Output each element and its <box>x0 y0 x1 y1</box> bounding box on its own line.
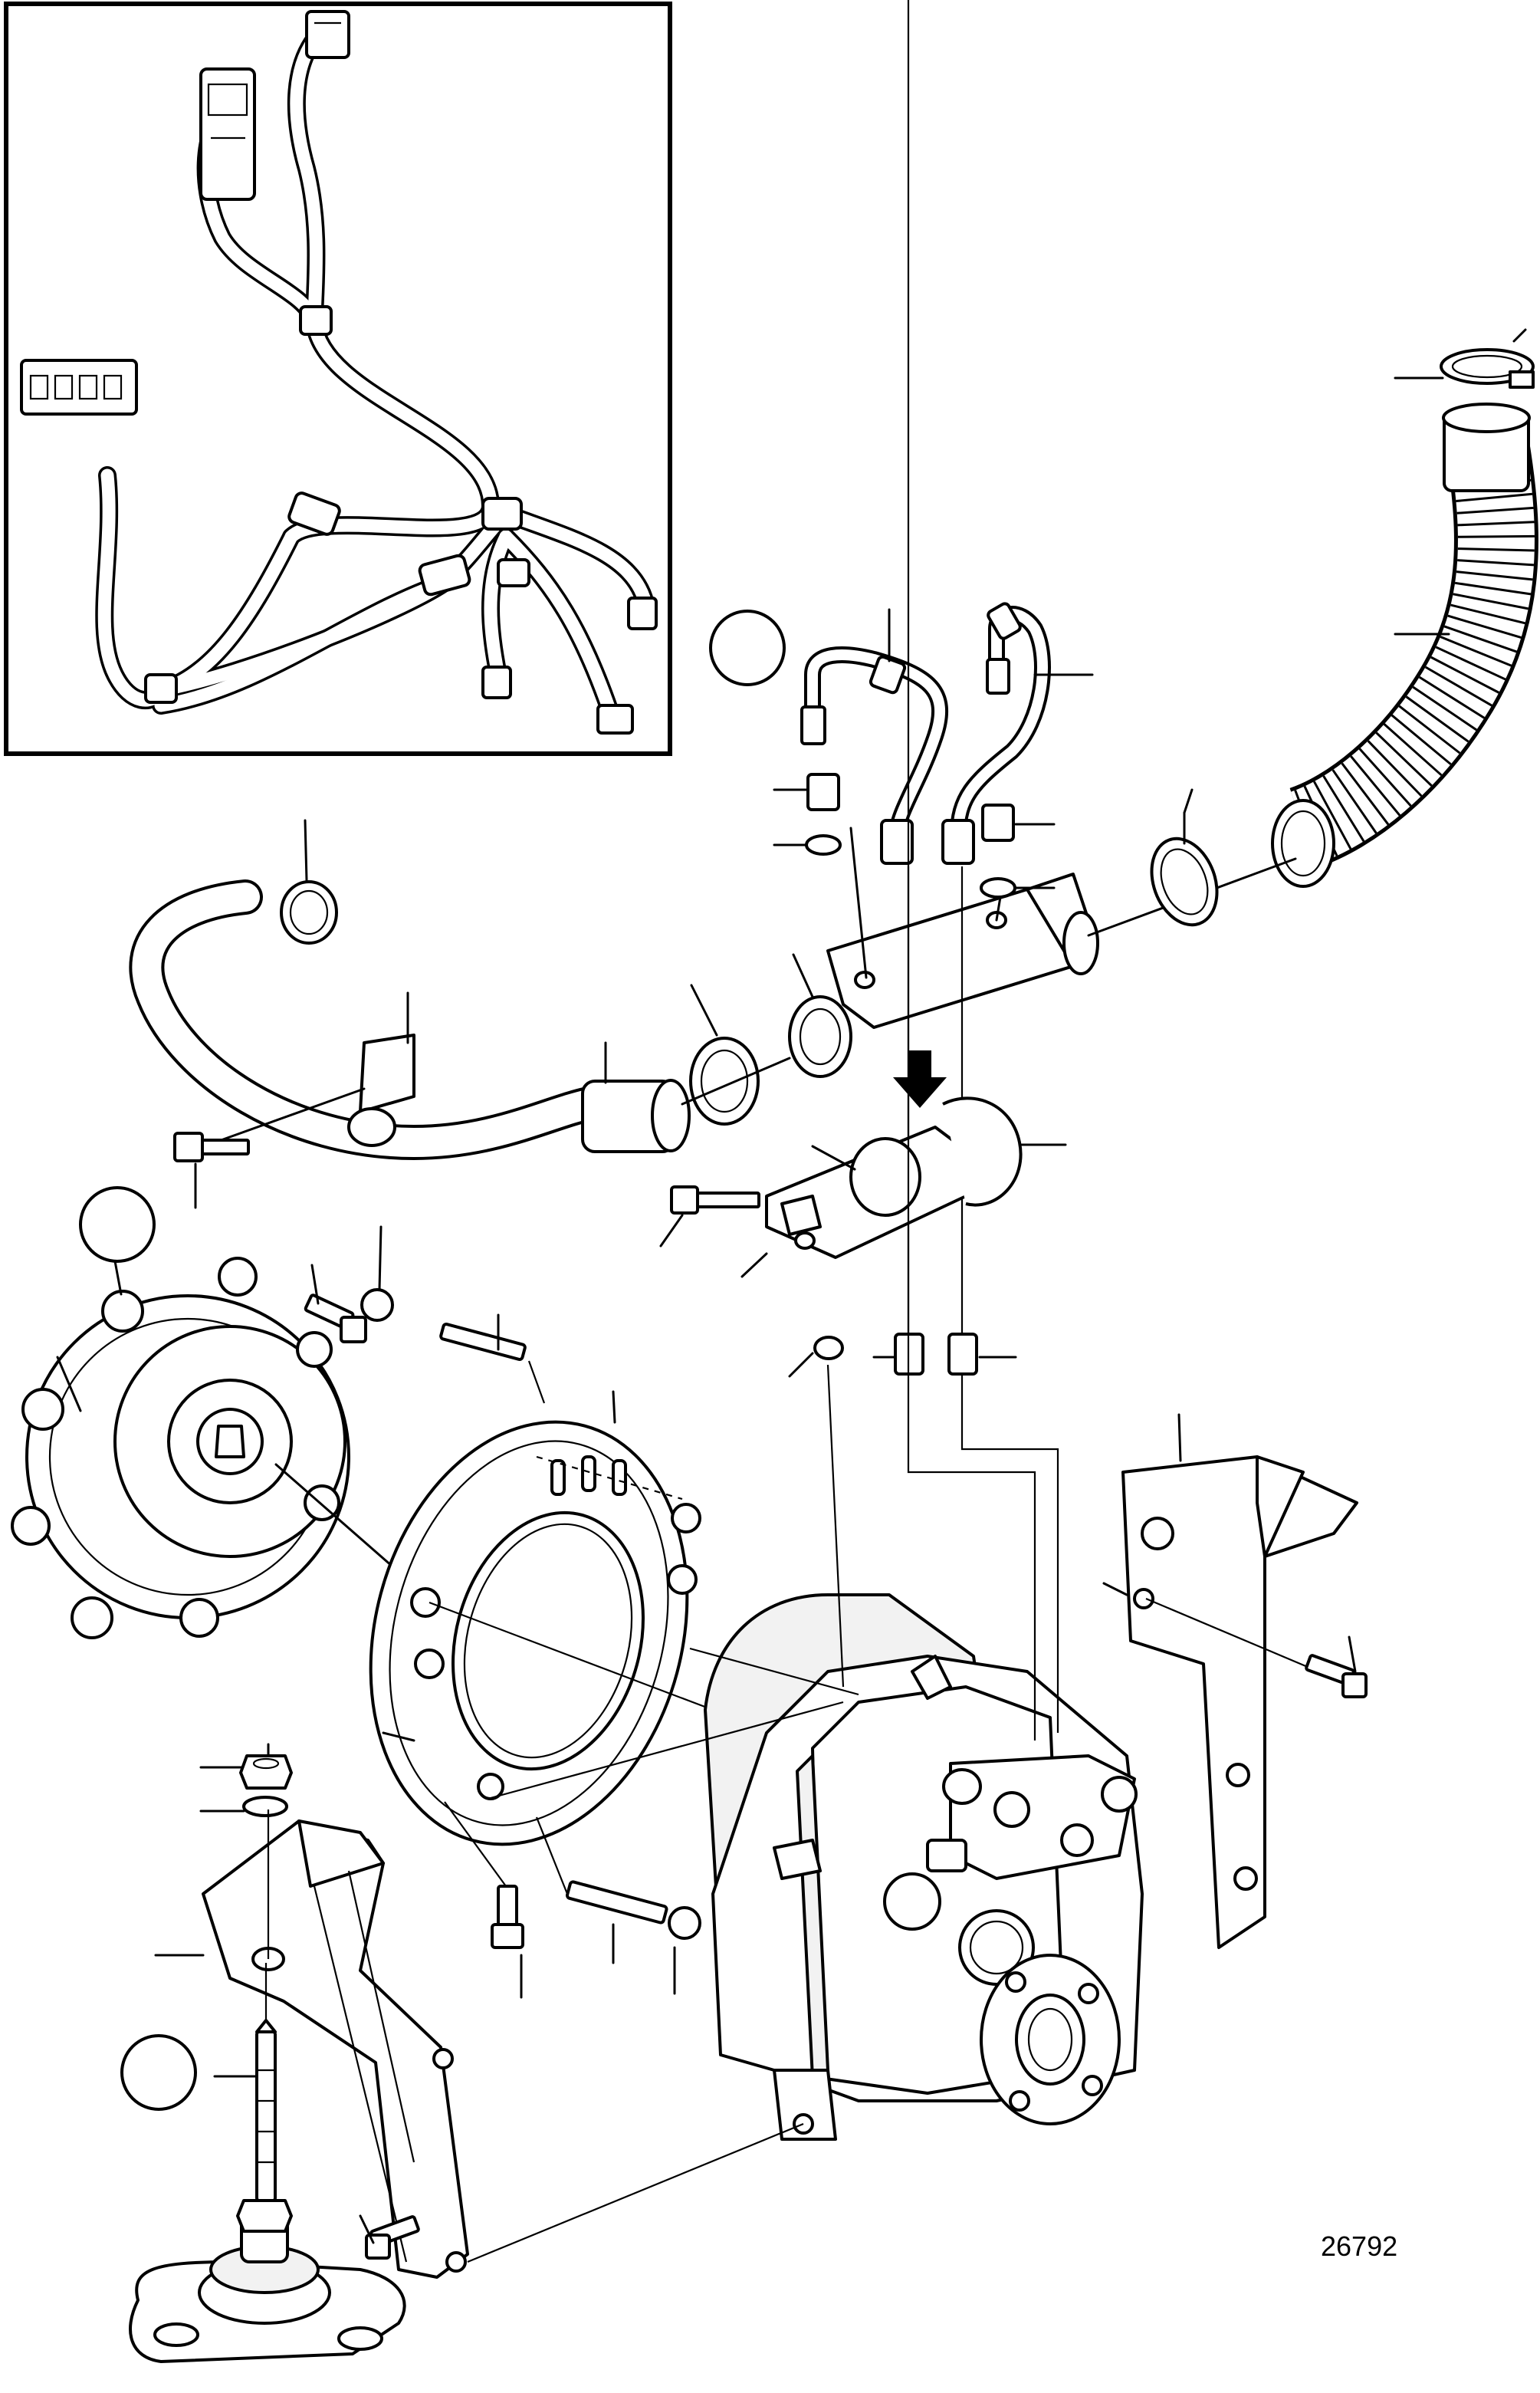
stud-damper <box>439 1323 527 1361</box>
rubber-engine-mount <box>129 2019 406 2363</box>
reference-circle-left <box>79 1186 156 1263</box>
nut-mount <box>239 1754 293 1790</box>
hose-clamp-cooler-inlet <box>689 1037 760 1126</box>
bolt-bracket-right <box>1305 1654 1368 1698</box>
nut-damper <box>360 1288 394 1322</box>
harness-terminal-block <box>20 359 138 416</box>
oil-cooler <box>788 873 1099 1078</box>
gearbox <box>704 1593 1144 2141</box>
engine-mount-bracket-left <box>202 1819 469 2279</box>
wiring-harness-inset <box>4 2 672 756</box>
engine-mount-bracket-right <box>1121 1455 1358 1949</box>
stud-ring <box>566 1880 668 1925</box>
bolt-cooler-bracket <box>670 1185 760 1215</box>
water-hose <box>129 879 691 1160</box>
adapter-ring <box>369 1420 701 1846</box>
nut-ring <box>668 1906 701 1940</box>
washer-mount <box>242 1796 288 1817</box>
wiring-harness <box>95 21 653 730</box>
bolt-bracket <box>173 1132 250 1162</box>
washer-bracket <box>813 1336 844 1360</box>
cooler-support-bracket <box>765 1096 1023 1259</box>
hose-clamp-top <box>1440 348 1535 389</box>
harness-connector-right <box>627 597 658 630</box>
flow-arrow <box>893 1050 947 1108</box>
harness-connector-top <box>305 10 350 59</box>
reference-circle-top <box>709 610 786 686</box>
harness-connector-bottom <box>596 704 634 735</box>
figure-reference-number: 26792 <box>1321 2230 1397 2262</box>
oil-pipes <box>800 602 1051 865</box>
hose-clamp-cooler <box>1150 837 1219 927</box>
reference-circle-bottom <box>120 2034 197 2111</box>
harness-relay-block <box>199 67 256 201</box>
harness-connector-lower <box>481 666 512 699</box>
damper-plate <box>11 1257 350 1639</box>
corrugated-hose <box>1271 403 1538 888</box>
bolt-ring <box>491 1885 524 1949</box>
hose-clamp-upper-left <box>280 880 338 945</box>
